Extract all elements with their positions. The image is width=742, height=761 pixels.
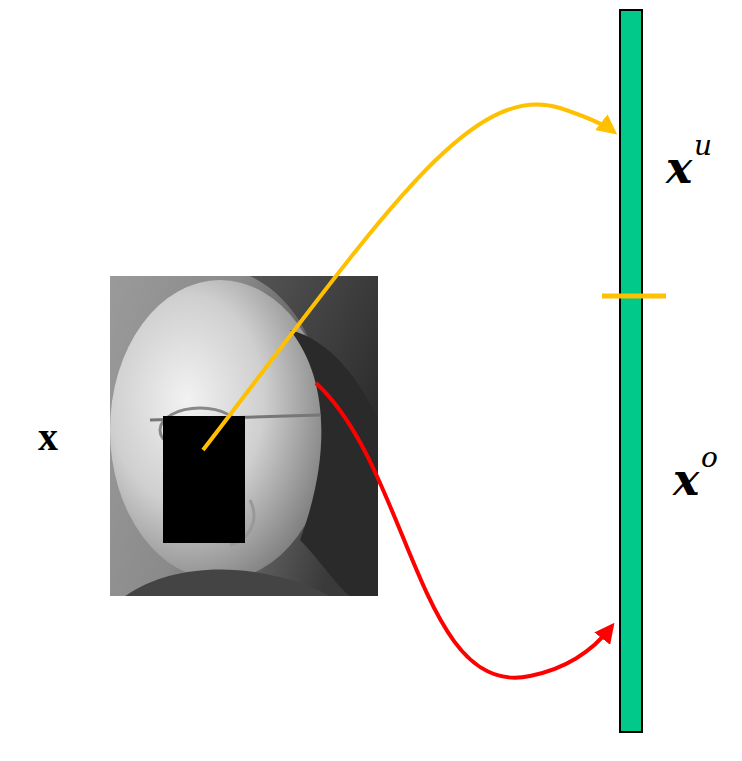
observed-arrow xyxy=(316,383,612,678)
occlusion-mask xyxy=(163,416,245,543)
face-photo xyxy=(110,276,378,596)
observed-label: x xyxy=(673,458,699,502)
unobserved-label: x xyxy=(666,146,692,190)
input-label: x xyxy=(38,417,58,457)
split-tick xyxy=(602,294,666,299)
vector-bar xyxy=(620,10,642,732)
unobserved-arrow xyxy=(203,104,614,450)
superscript: u xyxy=(694,132,712,160)
superscript: o xyxy=(701,444,718,472)
